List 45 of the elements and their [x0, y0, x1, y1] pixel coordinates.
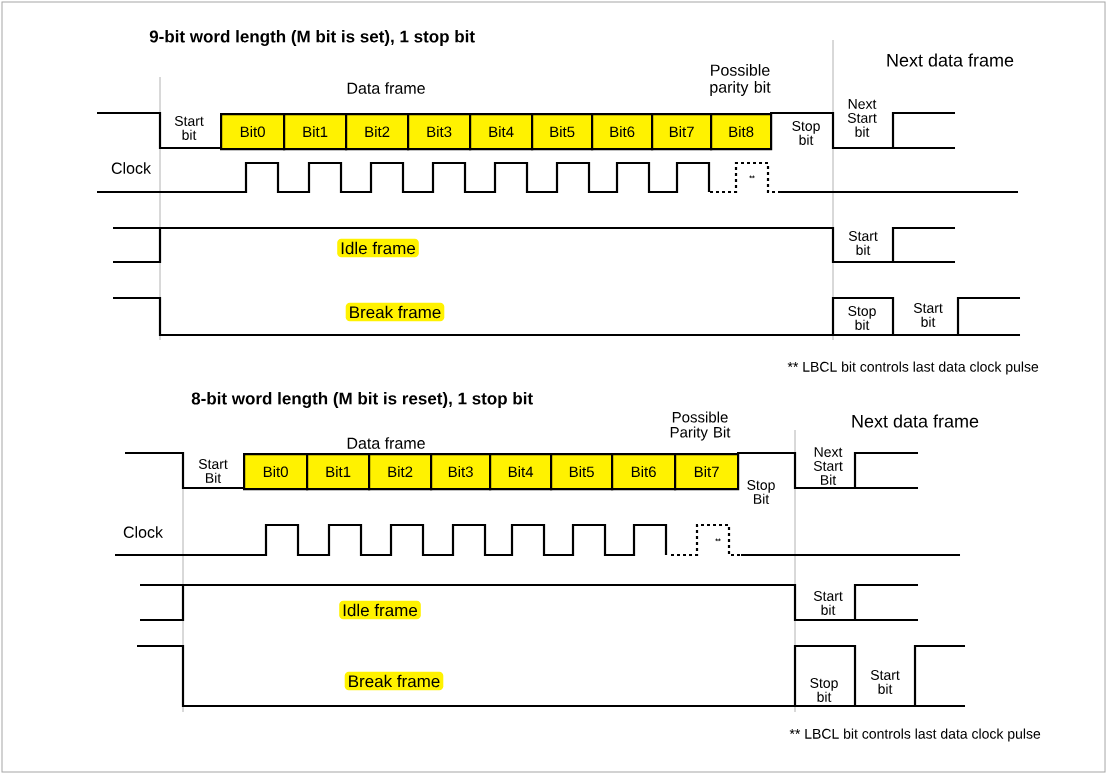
bit-cell: Bit4	[489, 453, 553, 491]
bit-cell: Bit0	[243, 453, 309, 491]
bit-cell: Bit1	[283, 113, 348, 151]
frame-label: Idle frame	[337, 238, 419, 258]
timing-label: Data frame	[347, 82, 425, 94]
bit-cell: Bit3	[407, 113, 472, 151]
bit-cell: Bit7	[674, 453, 740, 491]
section-heading: 9-bit word length (M bit is set), 1 stop bit	[149, 30, 475, 46]
bit-label: Start Bit	[198, 459, 228, 483]
bit-label: Stop bit	[848, 306, 876, 330]
footnote-text: ** LBCL bit controls last data clock pulse	[789, 728, 1041, 742]
timing-label: Clock	[123, 526, 163, 538]
bit-label: Start bit	[870, 670, 900, 694]
bit-cell: Bit6	[611, 453, 677, 491]
bit-label: Start bit	[813, 591, 843, 615]
bit-label: Stop bit	[810, 678, 838, 702]
frame-label: Break frame	[344, 671, 444, 691]
bit-label: Stop bit	[792, 121, 820, 145]
bit-cell: Bit2	[368, 453, 433, 491]
timing-label: Data frame	[347, 437, 425, 449]
bit-cell: Bit5	[531, 113, 594, 151]
bit-cell: Bit6	[591, 113, 654, 151]
bit-cell: Bit3	[430, 453, 492, 491]
bit-cell: Bit1	[306, 453, 371, 491]
frame-label: Break frame	[345, 302, 445, 322]
timing-label: Next data frame	[852, 414, 979, 428]
timing-label: Possible Parity Bit	[670, 411, 731, 441]
bit-cell: Bit4	[469, 113, 534, 151]
bit-label: Start bit	[913, 303, 943, 327]
bit-cell: Bit7	[651, 113, 713, 151]
timing-label: Next data frame	[887, 53, 1014, 67]
bit-label: Start bit	[174, 116, 204, 140]
bit-label: Stop Bit	[747, 480, 775, 504]
bit-label: Start bit	[848, 231, 878, 255]
footnote-text: ** LBCL bit controls last data clock pulse	[787, 361, 1039, 375]
bit-cell: Bit0	[220, 113, 286, 151]
bit-cell: Bit5	[550, 453, 614, 491]
bit-cell: Bit2	[345, 113, 410, 151]
timing-label: Clock	[111, 162, 151, 174]
section-heading: 8-bit word length (M bit is reset), 1 stop bit	[191, 392, 533, 408]
bit-label: Next Start bit	[847, 99, 877, 137]
frame-label: Idle frame	[339, 600, 421, 620]
bit-label: Next Start Bit	[813, 447, 843, 485]
bit-cell: Bit8	[710, 113, 773, 151]
timing-label: Possible parity bit	[710, 64, 771, 96]
